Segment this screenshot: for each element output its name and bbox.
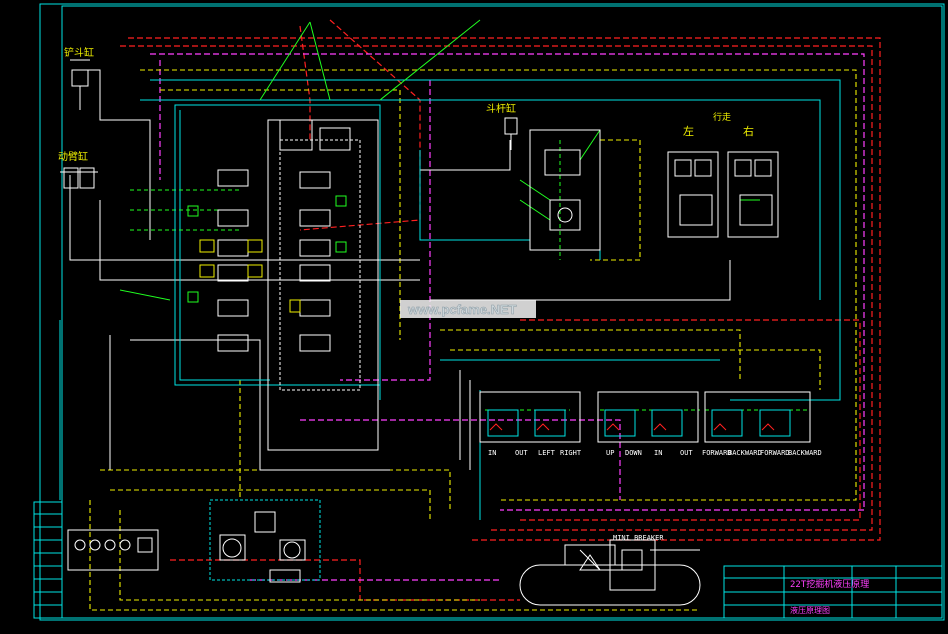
magenta-pilot-lines — [150, 53, 865, 581]
main-pump-assembly — [209, 499, 321, 583]
fn-backward-1: BACKWARD — [728, 449, 762, 457]
fn-out-2: OUT — [680, 449, 693, 457]
breaker-circuit — [609, 539, 656, 591]
green-control-lines — [130, 140, 810, 411]
pilot-joysticks — [479, 391, 811, 443]
pilot-pump-block — [67, 529, 159, 571]
fn-forward-1: FORWARD — [702, 449, 732, 457]
title-block — [723, 565, 943, 619]
annotation-leaders — [119, 19, 760, 301]
bucket-cylinder — [70, 59, 90, 110]
boom-cylinder-label: 动臂缸 — [58, 150, 88, 163]
pilot-reducing-valve — [529, 129, 601, 251]
title-block-subtitle: 液压原理图 — [790, 605, 830, 615]
joystick-function-labels: IN OUT LEFT RIGHT UP DOWN IN OUT FORWARD… — [488, 449, 822, 457]
fn-backward-2: BACKWARD — [788, 449, 822, 457]
travel-pedal-valves — [667, 151, 779, 238]
watermark-box — [400, 300, 536, 318]
travel-left-label: 左 — [683, 125, 694, 138]
stick-cylinder — [504, 117, 518, 150]
fn-in-1: IN — [488, 449, 496, 457]
travel-title-label: 行走 — [713, 111, 731, 123]
fn-left: LEFT — [538, 449, 556, 457]
bucket-cylinder-label: 铲斗缸 — [64, 46, 94, 59]
white-pressure-lines — [69, 69, 731, 571]
title-block-title: 22T挖掘机液压原理 — [790, 578, 869, 590]
fn-in-2: IN — [654, 449, 662, 457]
fn-down: DOWN — [625, 449, 642, 457]
fn-out-1: OUT — [515, 449, 528, 457]
mini-breaker-label: MINI BREAKER — [613, 534, 664, 542]
fn-forward-2: FORWARD — [760, 449, 790, 457]
fn-up: UP — [606, 449, 614, 457]
yellow-drain-lines — [89, 69, 857, 611]
watermark-text: www.pcfame.NET — [407, 302, 517, 317]
stick-cylinder-label: 斗杆缸 — [486, 102, 516, 115]
revision-table — [33, 501, 63, 619]
drawing-frame — [39, 3, 945, 621]
main-control-valve — [174, 104, 381, 451]
boom-cylinder — [60, 167, 98, 189]
travel-right-label: 右 — [743, 124, 754, 138]
fn-right: RIGHT — [560, 449, 582, 457]
